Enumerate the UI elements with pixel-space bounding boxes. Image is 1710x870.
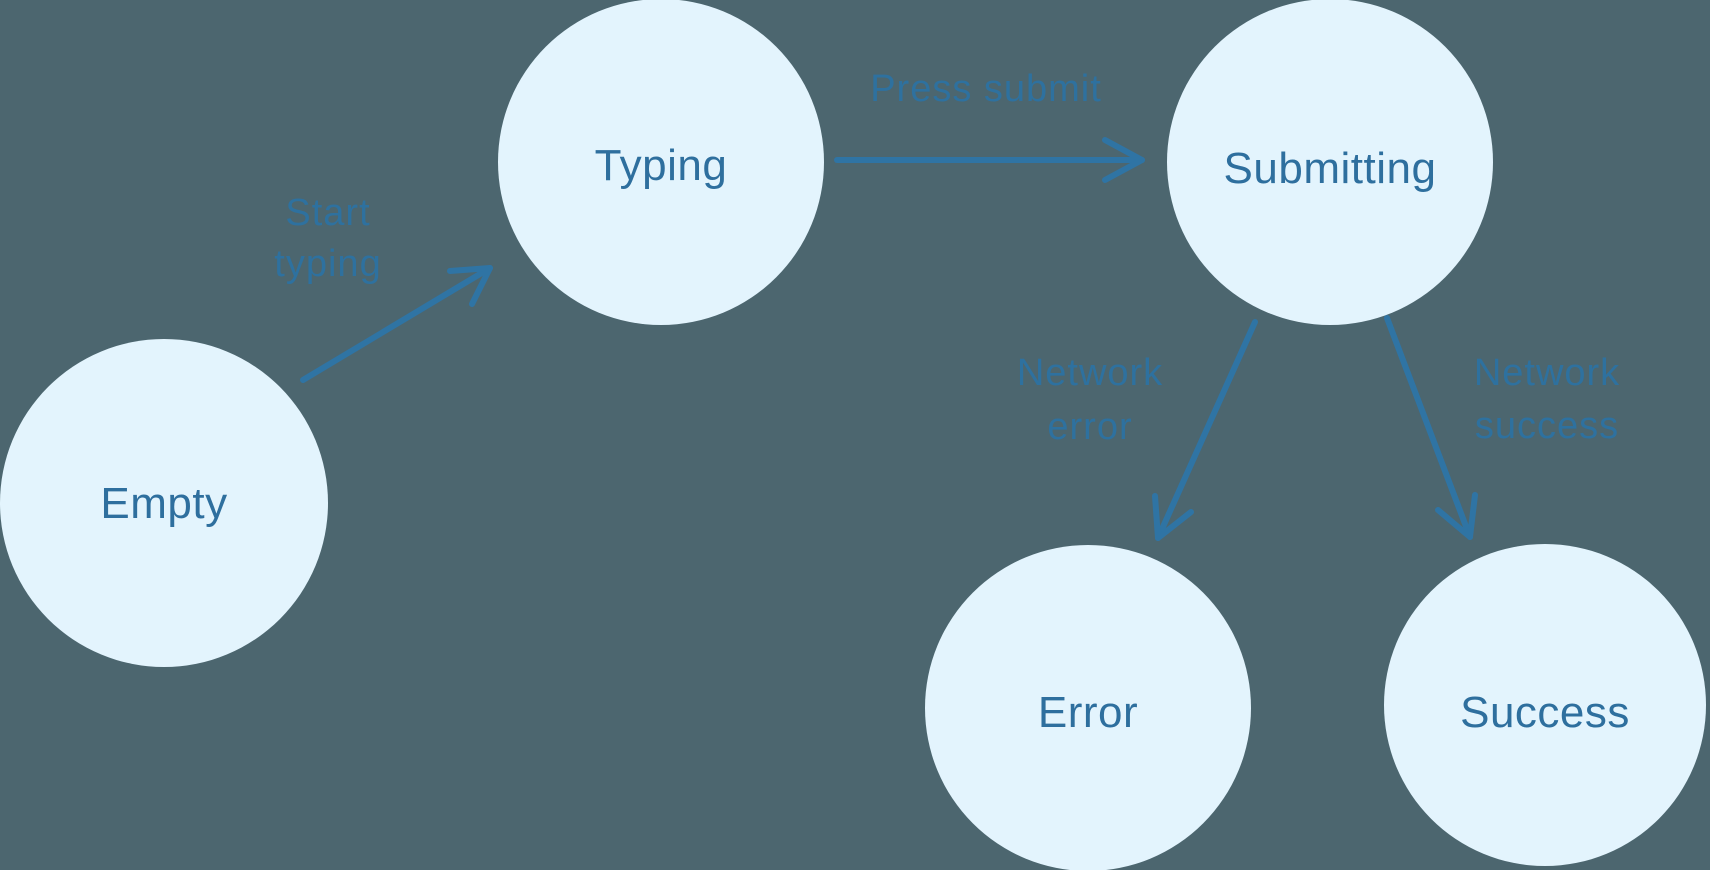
transition-label-network-error-line2: error — [1047, 406, 1132, 448]
state-label-error: Error — [1038, 688, 1138, 737]
transition-label-start-typing-line1: Start — [285, 192, 370, 234]
arrowhead-typing-to-submitting-icon — [1102, 137, 1145, 183]
state-circle-empty — [0, 339, 328, 667]
transition-network-error: Network error — [1017, 319, 1258, 541]
arrow-submitting-to-error — [1155, 319, 1258, 541]
state-circle-submitting — [1167, 0, 1493, 325]
arrowhead-empty-to-typing-icon — [447, 265, 493, 307]
state-error: Error — [925, 545, 1251, 870]
transition-label-network-success-line2: success — [1475, 405, 1619, 447]
state-success: Success — [1384, 544, 1706, 866]
transition-start-typing: Start typing — [274, 192, 493, 383]
transition-press-submit: Press submit — [834, 68, 1145, 183]
state-label-empty: Empty — [100, 479, 227, 528]
state-empty: Empty — [0, 339, 328, 667]
state-circle-typing — [498, 0, 824, 325]
arrow-empty-to-typing — [300, 265, 493, 383]
state-circle-success — [1384, 544, 1706, 866]
state-label-typing: Typing — [595, 141, 728, 190]
transition-label-start-typing-line2: typing — [274, 243, 381, 285]
transition-label-press-submit: Press submit — [870, 68, 1102, 110]
arrow-submitting-to-success — [1384, 315, 1473, 540]
state-label-success: Success — [1460, 688, 1630, 737]
arrowhead-submitting-to-success-icon — [1435, 492, 1478, 540]
state-typing: Typing — [498, 0, 824, 325]
transition-network-success: Network success — [1384, 315, 1620, 540]
state-label-submitting: Submitting — [1224, 144, 1437, 193]
state-circle-error — [925, 545, 1251, 870]
state-submitting: Submitting — [1167, 0, 1493, 325]
transition-label-network-success-line1: Network — [1474, 352, 1620, 394]
transition-label-network-error-line1: Network — [1017, 352, 1163, 394]
arrowhead-submitting-to-error-icon — [1152, 493, 1194, 541]
